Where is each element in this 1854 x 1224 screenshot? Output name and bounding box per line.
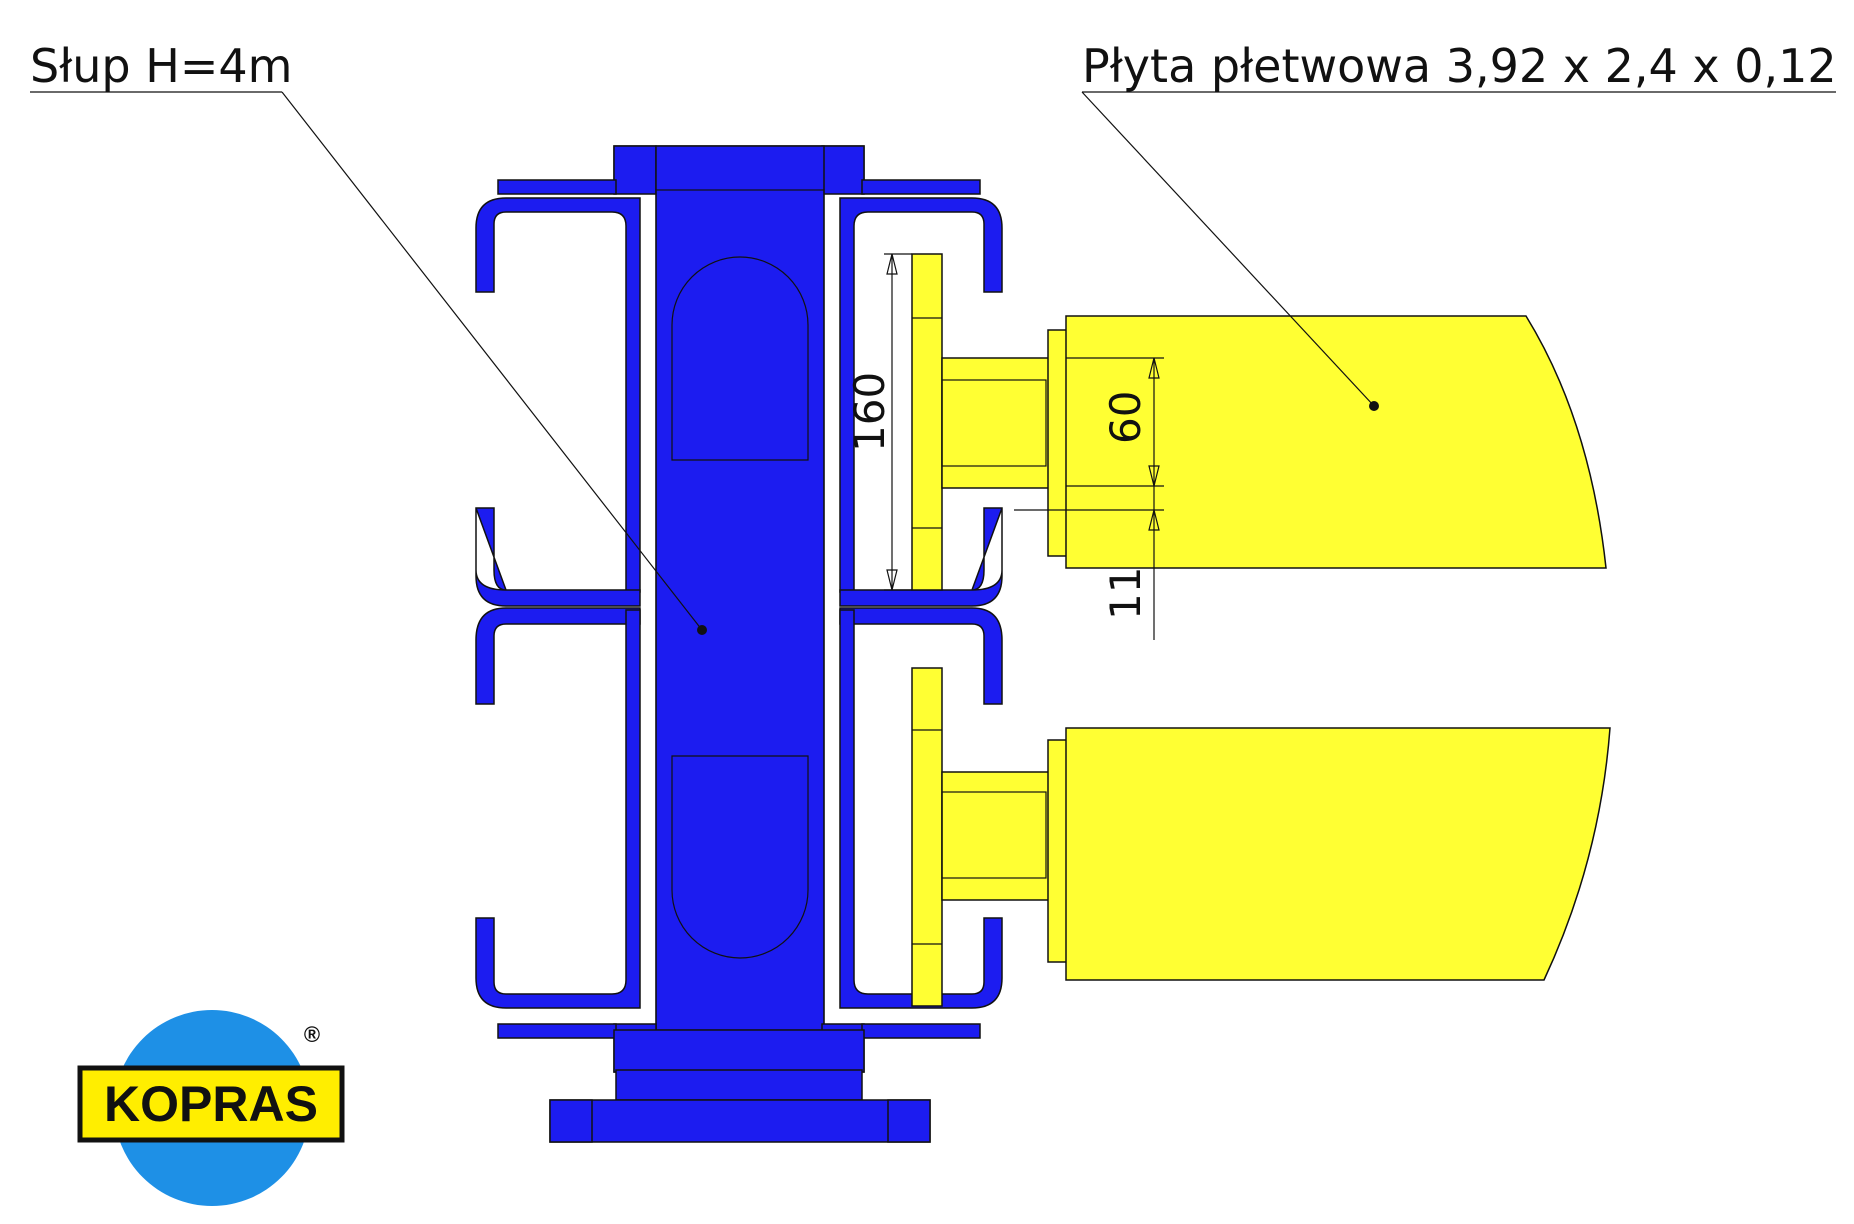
column-top-block-left	[613, 145, 657, 195]
column-bottom-plate-left	[497, 1023, 617, 1039]
plate-label: Płyta płetwowa 3,92 x 2,4 x 0,12	[1082, 39, 1837, 93]
dimension-11: 11	[1014, 486, 1164, 640]
column-leader-dot	[697, 625, 707, 635]
column-callout: Słup H=4m	[30, 39, 707, 635]
hook-left-middle-down	[475, 607, 641, 705]
hook-right-top	[839, 197, 1003, 593]
plate-callout: Płyta płetwowa 3,92 x 2,4 x 0,12	[1081, 39, 1837, 411]
fin-plate-upper	[911, 253, 1607, 591]
column-bottom-plate-right	[861, 1023, 981, 1039]
dimension-60-label: 60	[1101, 391, 1150, 444]
hook-right-bottom	[839, 609, 1003, 1009]
plate-leader-dot	[1369, 401, 1379, 411]
upper-plate-body	[1065, 315, 1607, 569]
lower-bracket-flange	[941, 771, 1051, 901]
column-base-end-left	[549, 1099, 593, 1143]
fin-plate-lower	[911, 667, 1611, 1007]
lower-plate-body	[1065, 727, 1611, 981]
hook-left-middle-up	[475, 507, 641, 607]
column-assembly	[475, 145, 1003, 1143]
column-lower-collar	[613, 1029, 865, 1073]
hook-right-middle-up	[839, 507, 1003, 607]
lower-bracket-strip	[911, 667, 943, 1007]
hook-left-top	[475, 197, 641, 593]
column-shaft	[655, 145, 825, 1065]
column-top-block-right	[821, 145, 865, 195]
upper-bracket-flange	[941, 357, 1051, 489]
logo-text: KOPRAS	[104, 1076, 318, 1132]
hook-left-bottom	[475, 609, 641, 1009]
logo-registered-mark: ®	[304, 1022, 320, 1047]
column-top-plate-right	[861, 179, 981, 195]
dimension-60: 60	[1066, 357, 1164, 487]
dimension-160-label: 160	[845, 372, 894, 452]
lower-bracket-web	[941, 791, 1047, 879]
upper-bracket-web	[941, 379, 1047, 467]
column-label: Słup H=4m	[30, 39, 292, 93]
dimension-11-label: 11	[1101, 567, 1150, 620]
column-base-end-right	[887, 1099, 931, 1143]
column-base-neck	[615, 1069, 863, 1101]
column-base-plate	[549, 1099, 931, 1143]
column-top-plate-left	[497, 179, 617, 195]
column-opening-lower	[671, 755, 809, 959]
logo-banner	[77, 1065, 345, 1143]
column-opening-upper	[671, 256, 809, 461]
kopras-logo: KOPRAS ®	[77, 1010, 345, 1206]
dimension-160: 160	[845, 253, 912, 591]
upper-bracket-strip	[911, 253, 943, 591]
